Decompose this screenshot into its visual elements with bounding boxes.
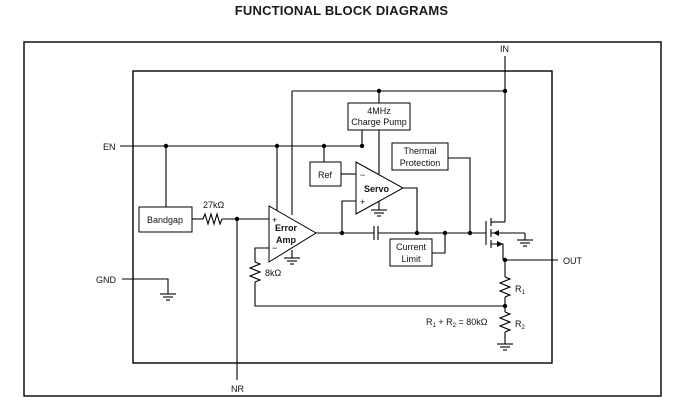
current-limit-wire xyxy=(432,233,446,254)
r2-label: R2 xyxy=(515,319,526,331)
pin-nr-label: NR xyxy=(231,384,244,394)
thermal-label-2: Protection xyxy=(400,158,441,168)
device-boundary xyxy=(132,70,553,364)
outer-frame xyxy=(23,41,662,397)
thermal-label-1: Thermal xyxy=(403,146,436,156)
charge-pump-block xyxy=(347,102,411,131)
resistor-r1 xyxy=(498,276,512,298)
feedback-wire-top xyxy=(254,247,269,262)
charge-pump-label-1: 4MHz xyxy=(367,106,391,116)
servo-label: Servo xyxy=(364,184,390,194)
bandgap-label: Bandgap xyxy=(147,215,183,225)
gnd-wire xyxy=(122,278,169,294)
error-amp-label-2: Amp xyxy=(276,235,297,245)
pin-gnd-label: GND xyxy=(96,275,117,285)
capacitor-icon xyxy=(373,226,379,240)
r1-label: R1 xyxy=(515,284,526,296)
pin-in-label: IN xyxy=(500,44,509,54)
ref-label: Ref xyxy=(318,170,333,180)
error-amplifier xyxy=(268,205,317,263)
pin-en-label: EN xyxy=(103,142,116,152)
servo-plus-wire xyxy=(341,200,356,233)
servo-minus-sign: − xyxy=(360,170,365,180)
ground-icon xyxy=(160,293,176,301)
current-limit-label-1: Current xyxy=(396,242,427,252)
diagram-title: FUNCTIONAL BLOCK DIAGRAMS xyxy=(234,3,449,18)
pin-out-label: OUT xyxy=(563,256,583,266)
error-amp-minus-sign: − xyxy=(272,243,277,253)
resistor-8k xyxy=(248,261,262,283)
thermal-wire xyxy=(448,157,471,233)
servo-output-wire xyxy=(403,187,418,233)
ground-icon xyxy=(517,239,533,247)
feedback-wire-bottom xyxy=(254,282,505,307)
servo-plus-sign: + xyxy=(360,197,365,207)
current-limit-block xyxy=(389,238,433,267)
resistor-r2 xyxy=(498,311,512,333)
divider-note: R1 + R2 = 80kΩ xyxy=(426,317,488,329)
junction-dot xyxy=(414,230,420,236)
resistor-8k-label: 8kΩ xyxy=(265,268,282,278)
junction-dot xyxy=(502,88,508,94)
ground-icon xyxy=(497,343,513,351)
junction-dot xyxy=(467,230,473,236)
junction-dot xyxy=(359,143,365,149)
ground-icon xyxy=(284,257,300,265)
resistor-27k xyxy=(202,212,223,226)
ground-icon xyxy=(371,209,387,217)
current-limit-label-2: Limit xyxy=(401,254,421,264)
charge-pump-label-2: Charge Pump xyxy=(351,117,407,127)
junction-dot xyxy=(339,230,345,236)
thermal-protection-block xyxy=(391,142,449,171)
error-amp-plus-sign: + xyxy=(272,215,277,225)
error-amp-label-1: Error xyxy=(275,223,298,233)
resistor-27k-label: 27kΩ xyxy=(203,200,225,210)
pass-transistor-icon xyxy=(485,218,525,260)
bandgap-block xyxy=(138,206,193,233)
